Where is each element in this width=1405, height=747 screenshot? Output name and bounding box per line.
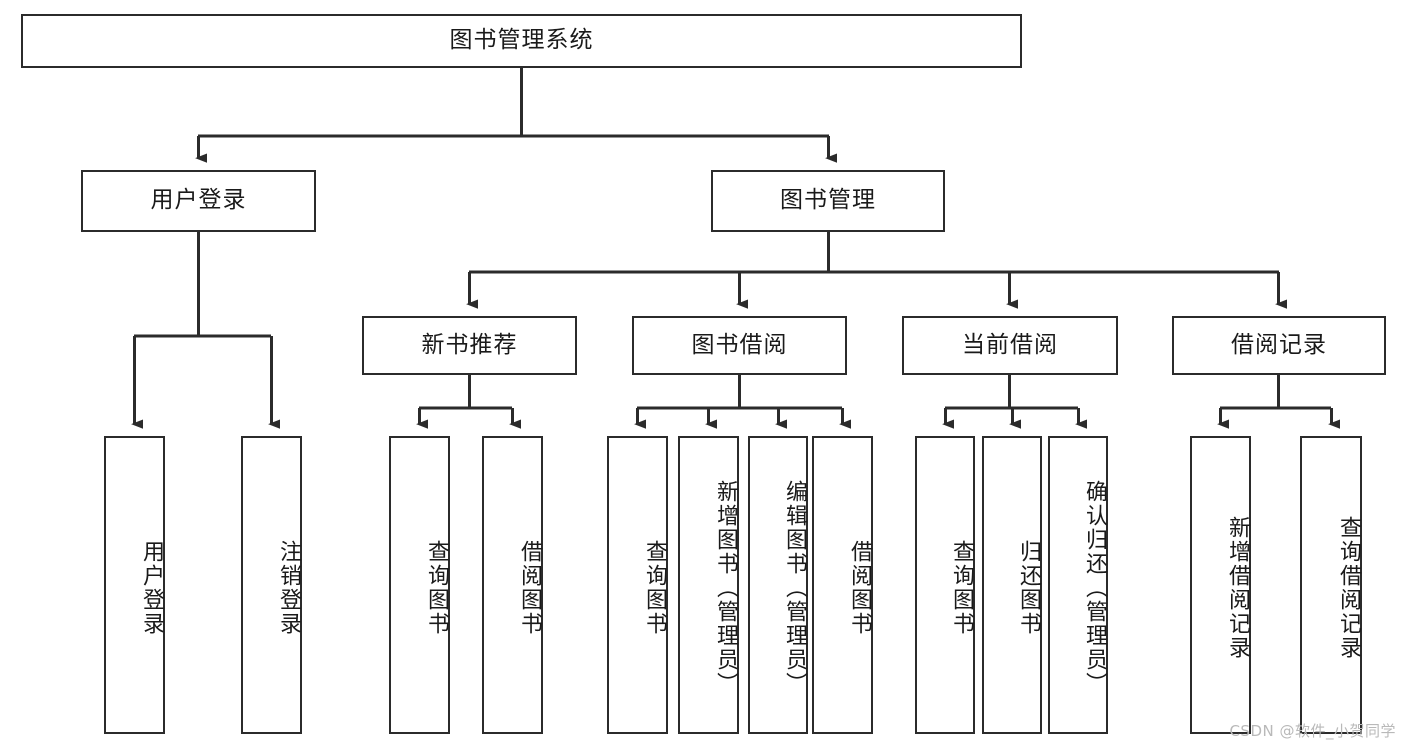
node-leaf-query-book-current[interactable]: 查询图书 xyxy=(915,436,975,734)
node-leaf-return-book-label: 归还图书 xyxy=(1016,540,1041,636)
node-book-borrow[interactable]: 图书借阅 xyxy=(632,316,847,375)
node-root-label: 图书管理系统 xyxy=(449,27,594,54)
node-leaf-confirm-return-admin-label: 确认归还（管理员） xyxy=(1082,480,1107,696)
node-leaf-query-borrow-record-label: 查询借阅记录 xyxy=(1336,516,1361,660)
node-leaf-query-book-rec[interactable]: 查询图书 xyxy=(389,436,450,734)
node-leaf-add-book-admin[interactable]: 新增图书（管理员） xyxy=(678,436,739,734)
node-current-borrow-label: 当前借阅 xyxy=(962,331,1058,358)
node-leaf-edit-book-admin[interactable]: 编辑图书（管理员） xyxy=(748,436,808,734)
node-book-management-label: 图书管理 xyxy=(780,187,876,214)
node-leaf-borrow-book-rec[interactable]: 借阅图书 xyxy=(482,436,543,734)
node-user-login-label: 用户登录 xyxy=(150,187,247,214)
node-leaf-add-book-admin-label: 新增图书（管理员） xyxy=(713,480,738,696)
node-leaf-query-book-current-label: 查询图书 xyxy=(949,540,974,636)
node-leaf-query-book-rec-label: 查询图书 xyxy=(424,540,449,636)
node-current-borrow[interactable]: 当前借阅 xyxy=(902,316,1118,375)
node-leaf-add-borrow-record-label: 新增借阅记录 xyxy=(1225,516,1250,660)
node-leaf-borrow-book[interactable]: 借阅图书 xyxy=(812,436,873,734)
node-leaf-borrow-book-label: 借阅图书 xyxy=(847,540,872,636)
node-root[interactable]: 图书管理系统 xyxy=(21,14,1022,68)
node-book-borrow-label: 图书借阅 xyxy=(691,331,788,358)
node-leaf-user-login-label: 用户登录 xyxy=(139,540,164,636)
node-user-login[interactable]: 用户登录 xyxy=(81,170,316,232)
node-new-book-recommend-label: 新书推荐 xyxy=(421,331,518,358)
node-borrow-record[interactable]: 借阅记录 xyxy=(1172,316,1386,375)
node-leaf-borrow-book-rec-label: 借阅图书 xyxy=(517,540,542,636)
node-leaf-logout-label: 注销登录 xyxy=(276,540,301,636)
node-leaf-add-borrow-record[interactable]: 新增借阅记录 xyxy=(1190,436,1251,734)
watermark: CSDN @软件_小贺同学 xyxy=(1229,722,1396,740)
node-leaf-query-book-borrow-label: 查询图书 xyxy=(642,540,667,636)
node-leaf-user-login[interactable]: 用户登录 xyxy=(104,436,165,734)
node-leaf-return-book[interactable]: 归还图书 xyxy=(982,436,1042,734)
node-new-book-recommend[interactable]: 新书推荐 xyxy=(362,316,577,375)
node-leaf-logout[interactable]: 注销登录 xyxy=(241,436,302,734)
node-leaf-edit-book-admin-label: 编辑图书（管理员） xyxy=(782,480,807,696)
node-borrow-record-label: 借阅记录 xyxy=(1231,331,1327,358)
node-leaf-query-book-borrow[interactable]: 查询图书 xyxy=(607,436,668,734)
node-leaf-confirm-return-admin[interactable]: 确认归还（管理员） xyxy=(1048,436,1108,734)
node-leaf-query-borrow-record[interactable]: 查询借阅记录 xyxy=(1300,436,1362,734)
node-book-management[interactable]: 图书管理 xyxy=(711,170,945,232)
